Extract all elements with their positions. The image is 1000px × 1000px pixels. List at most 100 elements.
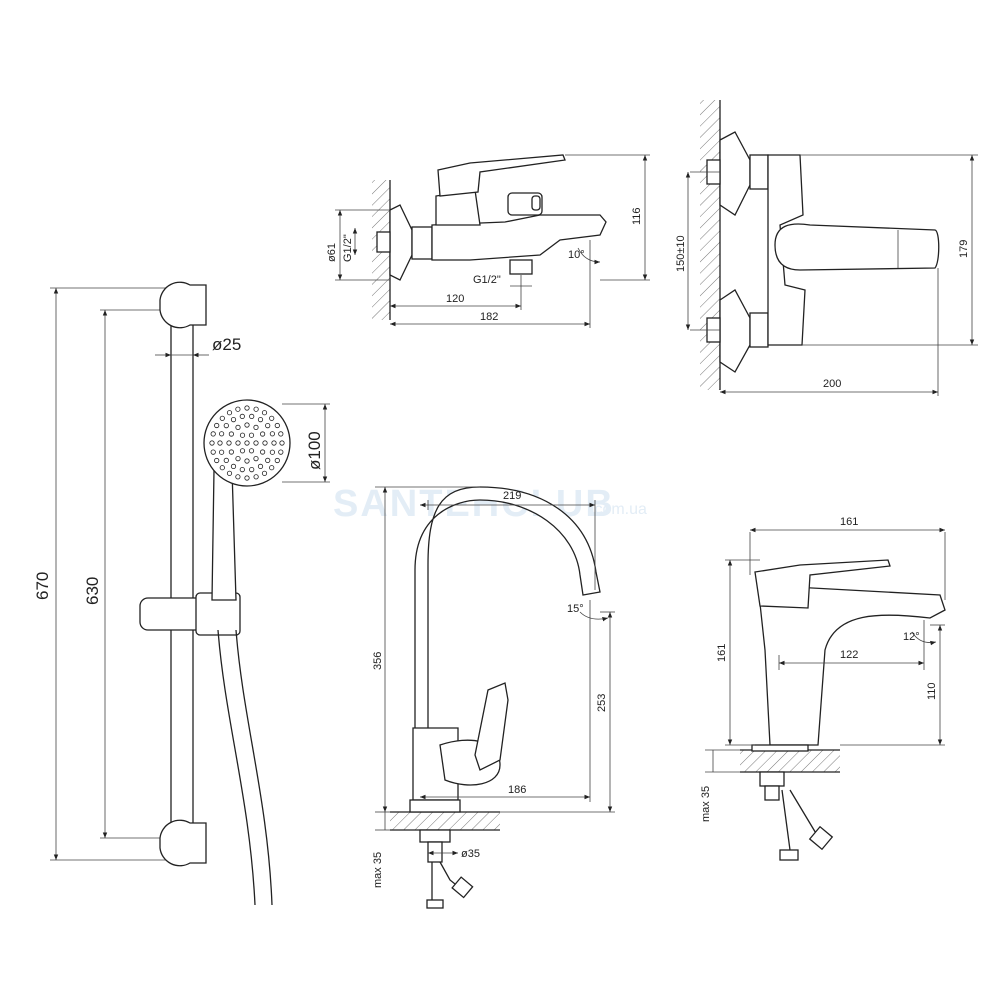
dim-height-front: 179 bbox=[958, 240, 970, 258]
basin-supply-hoses bbox=[781, 789, 821, 851]
mixer-body bbox=[431, 214, 607, 261]
nozzle bbox=[269, 465, 275, 471]
nozzle bbox=[239, 432, 246, 438]
nozzle bbox=[271, 440, 277, 446]
nozzle bbox=[228, 431, 234, 437]
nozzle bbox=[230, 463, 237, 469]
dim-rail-diameter: ø25 bbox=[212, 335, 241, 354]
basin-mixer-body bbox=[757, 584, 946, 746]
nozzle bbox=[239, 466, 245, 473]
dim-kitchen-total-height: 356 bbox=[372, 652, 384, 670]
watermark-domain: .com.ua bbox=[590, 501, 647, 518]
nozzle bbox=[214, 422, 220, 429]
nozzle bbox=[210, 431, 216, 437]
nozzle bbox=[235, 455, 241, 462]
mixer-body-front bbox=[767, 154, 806, 346]
nozzle bbox=[244, 475, 250, 481]
nozzle bbox=[226, 410, 233, 416]
nozzle bbox=[210, 449, 216, 455]
hand-shower-handle bbox=[211, 469, 237, 601]
mounting-nut bbox=[419, 829, 451, 843]
dim-kitchen-hole-diameter: ø35 bbox=[461, 848, 480, 860]
nozzle bbox=[265, 422, 271, 429]
front-lever bbox=[774, 223, 940, 271]
upper-eccentric-nut bbox=[749, 154, 769, 190]
nozzle bbox=[274, 457, 280, 464]
nozzle bbox=[230, 416, 237, 423]
nozzle bbox=[279, 440, 285, 446]
mixer-lever bbox=[437, 154, 566, 197]
slide-rail bbox=[170, 299, 194, 846]
nozzle bbox=[259, 449, 266, 455]
nozzle bbox=[235, 474, 241, 480]
bath-mixer-front-drawing: 150±10 179 200 bbox=[675, 100, 978, 396]
nozzle bbox=[244, 422, 250, 428]
dim-outlet-offset: 120 bbox=[446, 293, 464, 305]
nozzle bbox=[261, 470, 268, 476]
dim-spout-angle: 10° bbox=[568, 249, 585, 261]
shower-set-drawing: 670 630 ø25 ø100 bbox=[33, 281, 330, 906]
dim-flange-diameter: ø61 bbox=[326, 243, 338, 262]
dim-basin-height: 161 bbox=[716, 644, 728, 662]
nozzle bbox=[262, 440, 268, 446]
dim-depth: 200 bbox=[823, 378, 841, 390]
shower-head-nozzles bbox=[209, 405, 285, 481]
nozzle bbox=[269, 415, 275, 421]
nozzle bbox=[235, 440, 241, 446]
dim-kitchen-reach: 219 bbox=[503, 490, 521, 502]
dim-kitchen-spout-offset: 186 bbox=[508, 784, 526, 796]
nozzle bbox=[219, 431, 225, 437]
nozzle bbox=[253, 455, 259, 462]
dim-inlet-spacing: 150±10 bbox=[675, 235, 687, 272]
nozzle bbox=[248, 432, 255, 438]
nozzle bbox=[248, 448, 255, 454]
nozzle bbox=[257, 463, 264, 469]
nozzle bbox=[269, 431, 275, 437]
lower-eccentric-nut bbox=[749, 312, 769, 348]
nozzle bbox=[278, 431, 284, 437]
dim-rail-length: 670 bbox=[33, 572, 52, 600]
nozzle bbox=[214, 457, 220, 464]
dim-head-diameter: ø100 bbox=[305, 431, 324, 470]
basin-lever bbox=[754, 559, 891, 609]
nozzle bbox=[239, 448, 246, 454]
dim-inlet-thread: G1/2" bbox=[342, 234, 354, 262]
dim-spout-length: 182 bbox=[480, 311, 498, 323]
nozzle bbox=[226, 440, 232, 446]
dim-basin-length: 161 bbox=[840, 516, 858, 528]
nozzle bbox=[235, 406, 241, 412]
nozzle bbox=[261, 410, 268, 416]
nozzle bbox=[257, 416, 264, 423]
kitchen-lever bbox=[474, 682, 509, 771]
nozzle bbox=[219, 415, 225, 421]
nozzle bbox=[239, 413, 245, 419]
basin-mixer-drawing: 161 161 122 110 12° max 35 bbox=[700, 516, 946, 861]
nozzle bbox=[253, 440, 259, 446]
shower-outlet bbox=[509, 259, 533, 275]
nozzle bbox=[244, 405, 250, 411]
dim-basin-reach: 122 bbox=[840, 649, 858, 661]
nozzle bbox=[274, 422, 280, 429]
dim-basin-spout-height: 110 bbox=[926, 682, 938, 700]
nozzle bbox=[223, 422, 229, 429]
dim-kitchen-spout-height: 253 bbox=[596, 694, 608, 712]
dim-holder-spacing: 630 bbox=[83, 577, 102, 605]
nozzle bbox=[269, 449, 275, 455]
nozzle bbox=[253, 406, 259, 412]
nozzle bbox=[249, 413, 255, 419]
nozzle bbox=[249, 466, 255, 473]
nozzle bbox=[253, 474, 259, 480]
nozzle bbox=[219, 449, 225, 455]
upper-wall-flange bbox=[719, 131, 751, 216]
nozzle bbox=[244, 458, 250, 464]
dim-outlet-thread: G1/2" bbox=[473, 274, 501, 286]
lower-wall-flange bbox=[719, 289, 751, 373]
bath-mixer-side-drawing: ø61 G1/2" G1/2" 116 120 182 10° bbox=[326, 154, 650, 328]
nozzle bbox=[209, 440, 215, 446]
shower-hose bbox=[217, 629, 256, 906]
nozzle bbox=[265, 457, 271, 463]
eccentric-nut bbox=[411, 226, 433, 260]
nozzle bbox=[228, 449, 234, 455]
dim-height: 116 bbox=[631, 207, 643, 225]
wall-flange bbox=[389, 204, 413, 281]
